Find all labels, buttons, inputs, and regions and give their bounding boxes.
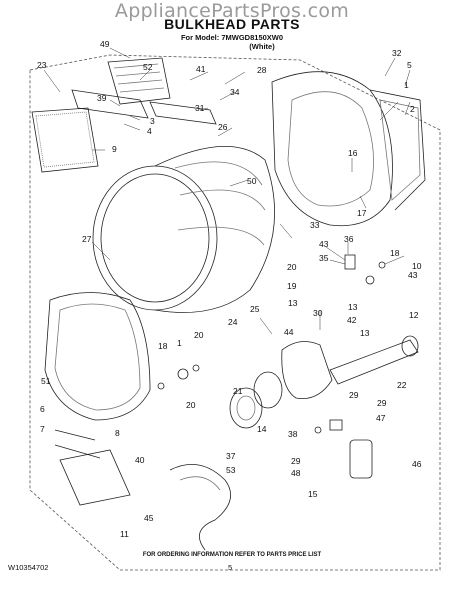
callout-label: 10 bbox=[412, 261, 422, 271]
callout-label: 38 bbox=[288, 429, 298, 439]
blower-seal bbox=[253, 371, 283, 409]
callout-label: 22 bbox=[397, 380, 407, 390]
drum-body bbox=[154, 146, 275, 313]
page-number: 5 bbox=[228, 563, 233, 572]
callout-label: 53 bbox=[226, 465, 236, 475]
callout-label: 29 bbox=[349, 390, 359, 400]
sensor-33 bbox=[344, 254, 356, 270]
callout-label: 8 bbox=[115, 428, 120, 438]
callout-label: 36 bbox=[344, 234, 354, 244]
callout-label: 13 bbox=[360, 328, 370, 338]
watermark: AppliancePartsPros.com bbox=[114, 0, 350, 22]
callout-label: 42 bbox=[347, 315, 357, 325]
callout-label: 39 bbox=[97, 93, 107, 103]
assembly-boundary bbox=[29, 54, 441, 571]
callout-label: 51 bbox=[41, 376, 51, 386]
wire-harness bbox=[169, 464, 232, 551]
heater-box bbox=[369, 89, 426, 211]
page-title: BULKHEAD PARTS bbox=[164, 16, 300, 32]
callout-label: 25 bbox=[250, 304, 260, 314]
callout-label: 43 bbox=[319, 239, 329, 249]
callout-label: 15 bbox=[308, 489, 318, 499]
callout-label: 26 bbox=[218, 122, 228, 132]
callout-label: 43 bbox=[408, 270, 418, 280]
rails bbox=[54, 429, 101, 459]
callout-label: 21 bbox=[233, 386, 243, 396]
callout-label: 30 bbox=[313, 308, 323, 318]
callout-label: 32 bbox=[392, 48, 402, 58]
callout-label: 1 bbox=[177, 338, 182, 348]
duct-31 bbox=[149, 101, 217, 125]
callout-label: 52 bbox=[143, 62, 153, 72]
callout-label: 40 bbox=[135, 455, 145, 465]
callout-label: 16 bbox=[348, 148, 358, 158]
callout-label: 29 bbox=[377, 398, 387, 408]
top-grille bbox=[107, 57, 171, 105]
callout-label: 13 bbox=[348, 302, 358, 312]
exhaust-duct bbox=[329, 339, 419, 385]
leader-lines bbox=[43, 47, 411, 335]
blower-housing bbox=[281, 341, 333, 399]
rear-bulkhead bbox=[271, 71, 393, 227]
lower-panel bbox=[59, 449, 131, 506]
callout-label: 20 bbox=[287, 262, 297, 272]
callout-label: 37 bbox=[226, 451, 236, 461]
duct-39 bbox=[71, 89, 149, 119]
callout-label: 13 bbox=[288, 298, 298, 308]
callout-label: 41 bbox=[196, 64, 206, 74]
callout-label: 9 bbox=[112, 144, 117, 154]
thermostat bbox=[329, 419, 343, 431]
callout-label: 49 bbox=[100, 39, 110, 49]
callout-label: 28 bbox=[257, 65, 267, 75]
ordering-note: FOR ORDERING INFORMATION REFER TO PARTS … bbox=[142, 552, 322, 558]
callout-label: 23 bbox=[37, 60, 47, 70]
callout-label: 19 bbox=[287, 281, 297, 291]
callout-label: 14 bbox=[257, 424, 267, 434]
callout-label: 2 bbox=[410, 104, 415, 114]
callout-label: 29 bbox=[291, 456, 301, 466]
callout-label: 6 bbox=[40, 404, 45, 414]
callout-label: 7 bbox=[40, 424, 45, 434]
callout-label: 11 bbox=[120, 529, 129, 539]
drum-bearing bbox=[177, 368, 189, 380]
callout-label: 46 bbox=[412, 459, 422, 469]
callout-label: 5 bbox=[407, 60, 412, 70]
callout-label: 4 bbox=[147, 126, 152, 136]
callout-label: 27 bbox=[82, 234, 92, 244]
callout-label: 33 bbox=[310, 220, 320, 230]
callout-label: 17 bbox=[357, 208, 367, 218]
callout-label: 48 bbox=[291, 468, 301, 478]
callout-label: 34 bbox=[230, 87, 240, 97]
drum-front-ring bbox=[92, 165, 218, 311]
bracket-19 bbox=[365, 275, 375, 285]
callout-label: 3 bbox=[150, 116, 155, 126]
callout-label: 45 bbox=[144, 513, 154, 523]
callout-label: 1 bbox=[404, 80, 409, 90]
blower-wheel bbox=[229, 387, 263, 429]
callout-label: 35 bbox=[319, 253, 329, 263]
front-bulkhead bbox=[44, 292, 151, 421]
callout-label: 31 bbox=[195, 103, 205, 113]
callout-label: 47 bbox=[376, 413, 386, 423]
callout-label: 24 bbox=[228, 317, 238, 327]
model-number: For Model: 7MWGD8150XW0 bbox=[180, 33, 284, 42]
callout-label: 18 bbox=[390, 248, 400, 258]
gas-valve-coil bbox=[349, 439, 373, 479]
callout-label: 18 bbox=[158, 341, 168, 351]
callout-label: 50 bbox=[247, 176, 257, 186]
document-number: W10354702 bbox=[8, 563, 49, 572]
callout-label: 12 bbox=[409, 310, 419, 320]
lint-screen bbox=[31, 107, 99, 173]
model-variant: (White) bbox=[249, 42, 275, 51]
callout-labels: 49 52 41 28 23 39 34 31 3 4 26 9 32 5 2 … bbox=[37, 39, 422, 539]
callout-label: 44 bbox=[284, 327, 294, 337]
callout-label: 20 bbox=[194, 330, 204, 340]
callout-label: 20 bbox=[186, 400, 196, 410]
